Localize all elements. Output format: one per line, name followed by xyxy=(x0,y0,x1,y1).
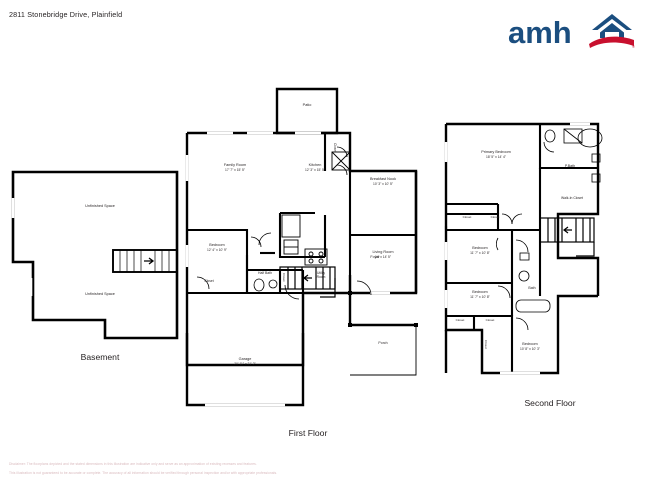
sink-icon xyxy=(591,153,601,163)
door-swing xyxy=(258,232,272,246)
kitchen-counter xyxy=(281,214,301,238)
shower-icon xyxy=(563,128,583,144)
room-label-ff-closet-2: Closet xyxy=(282,273,286,282)
patio-outline xyxy=(275,87,339,135)
room-label-patio: Patio xyxy=(302,103,312,107)
porch-outline xyxy=(350,324,417,376)
door-swing xyxy=(336,164,348,176)
room-label-half-bath: Half Bath xyxy=(258,271,272,275)
door-swing xyxy=(515,239,529,253)
logo-wordmark: amh xyxy=(508,15,572,50)
floor-title-first-floor: First Floor xyxy=(288,428,328,438)
room-label-kitchen: Kitchen 12' 3" x 15' 5" xyxy=(305,163,325,172)
second-floor-stairs xyxy=(539,217,595,257)
room-label-p-bath: P.Bath xyxy=(564,164,576,168)
room-label-closet-kitchen: Closet xyxy=(333,143,337,153)
door-swing xyxy=(336,146,348,158)
door-swing xyxy=(356,280,372,296)
second-floor-plan: Primary Bedroom 18' 5" x 14' 4" P.Bath W… xyxy=(440,118,620,403)
room-label-sf-bedroom-2: Bedroom 11' 7" x 10' 8" xyxy=(470,290,490,299)
room-label-porch: Porch xyxy=(378,341,388,345)
swoosh-icon xyxy=(589,36,634,48)
house-roof-icon xyxy=(592,14,632,38)
room-label-foyer: Foyer xyxy=(370,255,380,259)
kitchen-pantry xyxy=(331,151,351,171)
room-label-ff-bedroom: Bedroom 12' 4" x 10' 9" xyxy=(207,243,227,252)
room-label-sf-closet-d: Closet xyxy=(485,318,495,322)
room-label-sf-closet-b: Closet xyxy=(490,215,500,219)
stairs-direction-arrow xyxy=(563,226,572,234)
disclaimer-line-1: Disclaimer: The floorplans depicted and … xyxy=(9,462,257,466)
room-label-utility-room: Utility Room xyxy=(316,271,326,279)
room-label-sf-closet-a: Closet xyxy=(462,215,472,219)
door-swing xyxy=(196,276,210,290)
amh-logo: amh ® xyxy=(508,14,635,50)
door-swing xyxy=(284,284,300,300)
room-label-family-room: Family Room 17' 7" x 15' 5" xyxy=(223,163,247,172)
room-label-sf-bedroom-1: Bedroom 11' 7" x 10' 8" xyxy=(470,246,490,255)
room-label-living-room: Living Room 14' x 14' 5" xyxy=(372,250,394,259)
door-swing xyxy=(515,317,529,331)
door-swing xyxy=(250,236,262,248)
kitchen-range xyxy=(304,248,328,266)
toilet-icon xyxy=(253,278,265,292)
tub-icon xyxy=(577,128,603,148)
tub-icon xyxy=(515,299,551,313)
room-label-sf-bedroom-3: Bedroom 10' 8" x 10' 3" xyxy=(520,342,540,351)
page-header: 2811 Stonebridge Drive, Plainfield amh ® xyxy=(0,0,650,62)
first-floor-stairs xyxy=(279,266,336,298)
basement-plan: Unfinished Space Unfinished Space xyxy=(5,160,190,355)
room-label-garage: Garage 20' 11" x 21' 2" xyxy=(234,357,256,366)
sink-icon xyxy=(268,279,278,289)
logo-reg-mark: ® xyxy=(632,44,635,49)
room-label-unfinished-space-1: Unfinished Space xyxy=(85,204,115,208)
toilet-icon xyxy=(544,129,556,143)
room-label-sf-closet-e: Closet xyxy=(484,340,488,349)
floor-title-second-floor: Second Floor xyxy=(524,398,576,408)
basement-stairs xyxy=(112,249,178,273)
door-swing xyxy=(496,237,499,251)
sink-icon xyxy=(519,252,530,261)
floor-title-basement: Basement xyxy=(80,352,120,362)
stairs-direction-arrow xyxy=(144,257,155,265)
room-label-breakfast-nook: Breakfast Nook 10' 3" x 10' 5" xyxy=(370,177,396,186)
door-swing xyxy=(511,213,523,225)
room-label-sf-bath: Bath xyxy=(528,286,536,290)
door-swing xyxy=(497,285,511,299)
page-title: 2811 Stonebridge Drive, Plainfield xyxy=(9,10,123,19)
door-swing xyxy=(543,141,555,153)
room-label-sf-closet-c: Closet xyxy=(455,318,465,322)
disclaimer-line-2: This illustration is not guaranteed to b… xyxy=(9,470,278,475)
toilet-icon xyxy=(518,270,530,282)
stairs-direction-arrow xyxy=(303,274,312,282)
room-label-walk-in-closet: Walk-In Closet xyxy=(561,196,583,200)
first-floor-plan: Patio Family Room 17' 7" x 15' 5" Kitche… xyxy=(185,85,430,420)
room-label-unfinished-space-2: Unfinished Space xyxy=(85,292,115,296)
room-label-ff-closet: Closet xyxy=(204,279,214,283)
room-label-primary-bedroom: Primary Bedroom 18' 5" x 14' 4" xyxy=(481,150,511,159)
sink-icon xyxy=(591,173,601,183)
disclaimer-footer: Disclaimer: The floorplans depicted and … xyxy=(9,460,429,477)
